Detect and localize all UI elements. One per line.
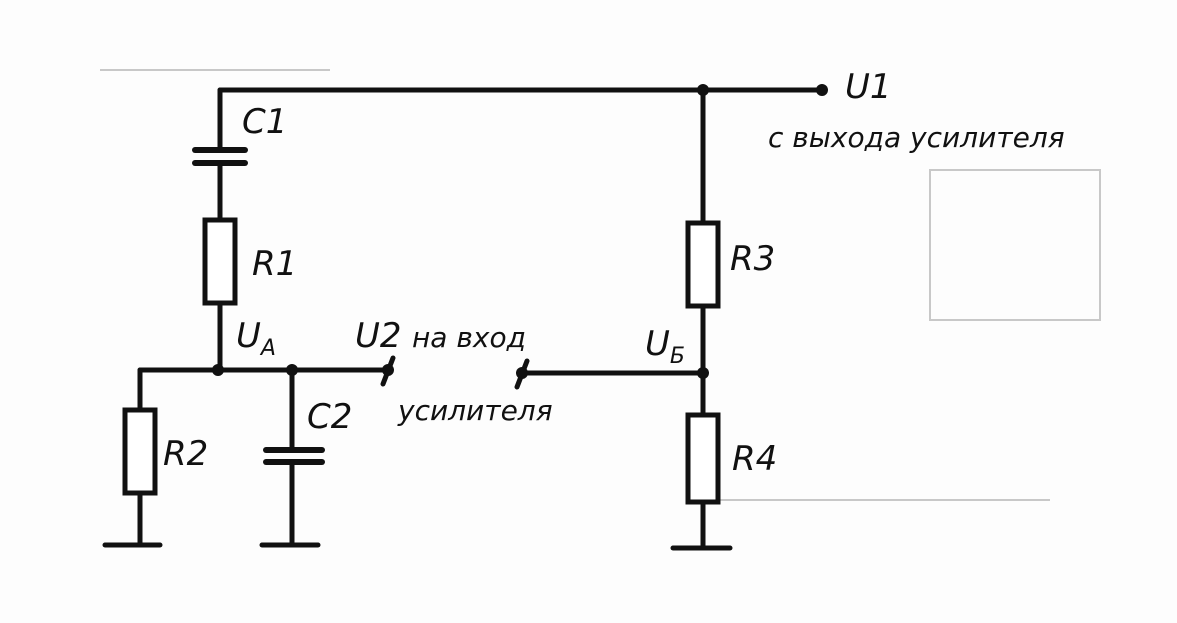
- label-u2: U2: [355, 316, 402, 356]
- label-ua: UA: [236, 316, 276, 361]
- label-ub-sub: Б: [670, 344, 685, 369]
- junction-node-a: [212, 364, 224, 376]
- resistor-r4: [685, 412, 721, 505]
- note-input-line2: усилителя: [397, 394, 553, 427]
- label-ua-sub: A: [259, 336, 276, 361]
- note-output-from: с выхода усилителя: [768, 121, 1065, 154]
- resistor-r2: [122, 407, 158, 496]
- label-r2: R2: [163, 434, 208, 474]
- label-ub: UБ: [645, 324, 685, 369]
- resistor-r1: [202, 217, 238, 306]
- label-r1: R1: [252, 244, 297, 284]
- label-c1: C1: [242, 102, 287, 142]
- resistor-r3: [685, 220, 721, 309]
- note-input-line1: на вход: [412, 321, 526, 354]
- terminal-u1: [816, 84, 828, 96]
- label-ub-main: U: [645, 324, 670, 364]
- label-r3: R3: [730, 239, 775, 279]
- label-c2: C2: [307, 397, 352, 437]
- label-ua-main: U: [236, 316, 261, 356]
- background-artifacts: [100, 69, 1101, 501]
- junction-node-b: [697, 367, 709, 379]
- terminal-u2-right-stroke: [514, 358, 530, 390]
- label-u1: U1: [845, 67, 892, 107]
- terminal-u2-stroke: [380, 355, 396, 387]
- label-r4: R4: [732, 439, 777, 479]
